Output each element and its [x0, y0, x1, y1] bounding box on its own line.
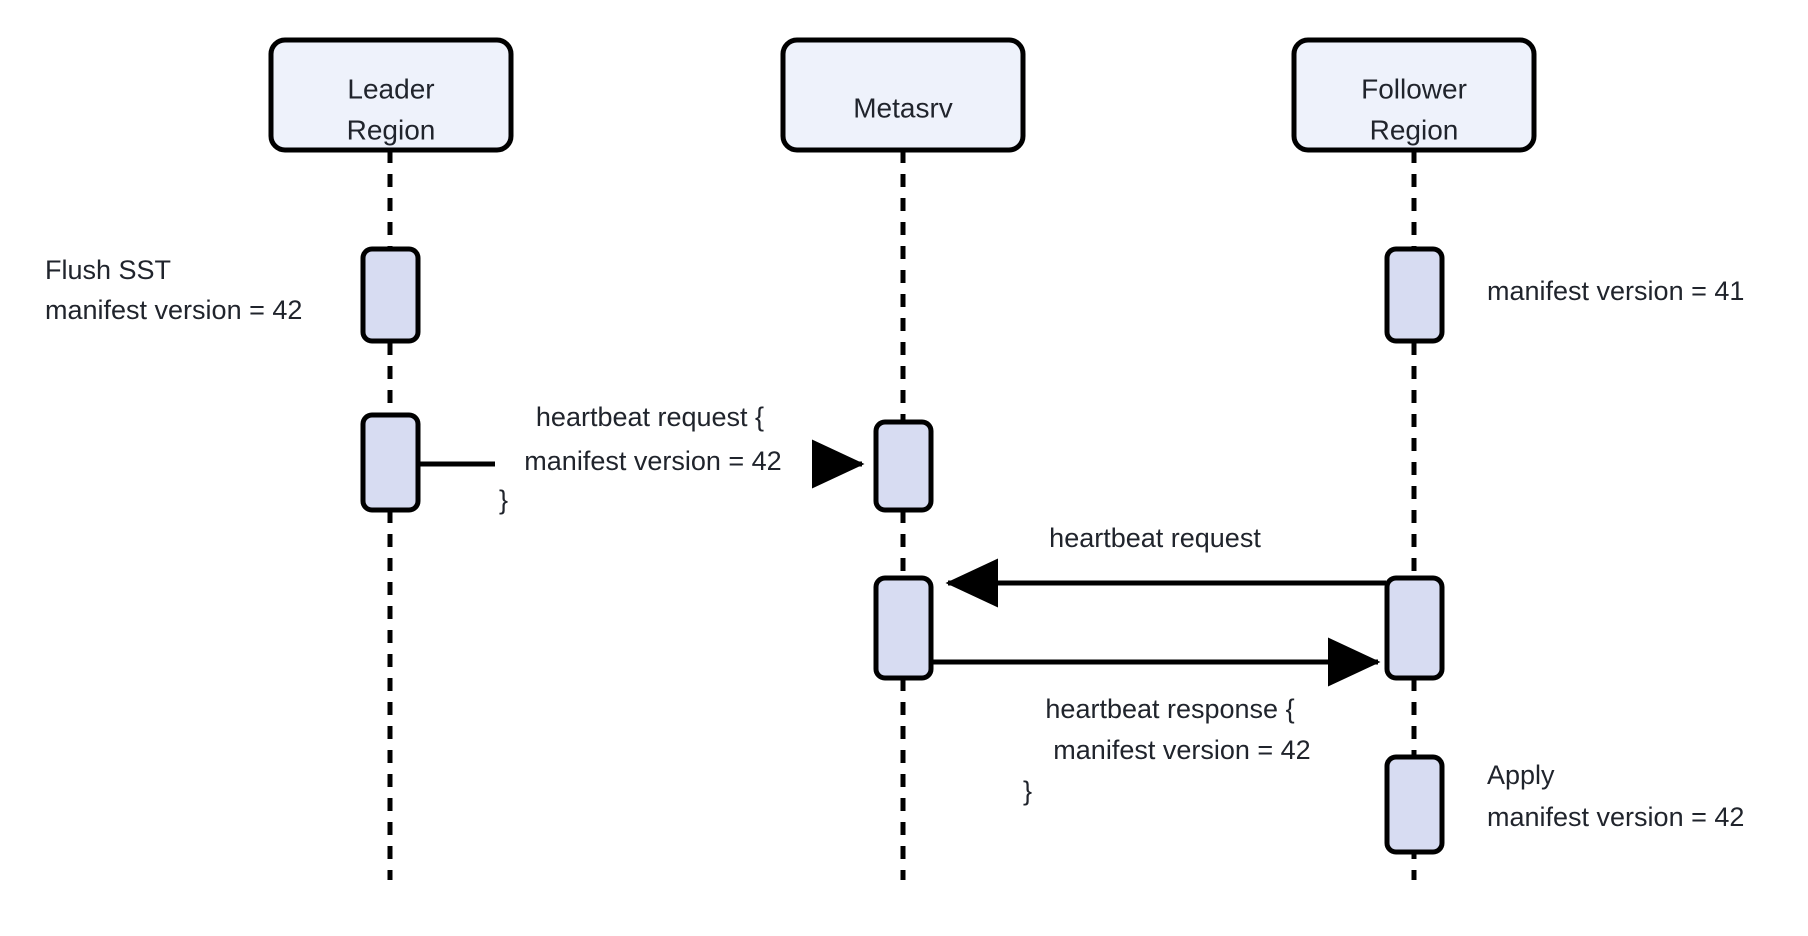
- participant-leader-box[interactable]: [268, 37, 514, 153]
- message-3-label-line1: heartbeat response {: [1045, 694, 1294, 724]
- note-flush-sst: Flush SST manifest version = 42: [45, 255, 302, 325]
- message-3-label-line3: }: [1023, 776, 1032, 806]
- note-apply-line1: Apply: [1487, 760, 1555, 790]
- message-heartbeat-response-metasrv[interactable]: heartbeat response { manifest version = …: [933, 637, 1381, 806]
- participant-leader-label-line2: Region: [347, 114, 436, 145]
- participant-leader[interactable]: Leader Region: [268, 37, 514, 153]
- activation-metasrv-2: [873, 575, 934, 681]
- message-heartbeat-request-leader[interactable]: heartbeat request { manifest version = 4…: [420, 402, 865, 515]
- participant-metasrv-box[interactable]: [780, 37, 1026, 153]
- note-flush-sst-line2: manifest version = 42: [45, 295, 302, 325]
- message-1-label-line1: heartbeat request {: [536, 402, 764, 432]
- note-flush-sst-line1: Flush SST: [45, 255, 171, 285]
- note-follower-version-line1: manifest version = 41: [1487, 276, 1744, 306]
- participant-metasrv[interactable]: Metasrv: [780, 37, 1026, 153]
- message-1-label-line3: }: [499, 485, 508, 515]
- note-apply: Apply manifest version = 42: [1487, 760, 1744, 832]
- participant-follower-box[interactable]: [1291, 37, 1537, 153]
- participant-metasrv-label-line1: Metasrv: [853, 92, 953, 123]
- note-follower-version: manifest version = 41: [1487, 276, 1744, 306]
- message-heartbeat-request-follower[interactable]: heartbeat request: [945, 523, 1386, 608]
- message-1-label-line2: manifest version = 42: [524, 446, 781, 476]
- activation-follower-2: [1384, 575, 1445, 681]
- message-3-label-line2: manifest version = 42: [1053, 735, 1310, 765]
- participant-follower-label-line1: Follower: [1361, 73, 1467, 104]
- message-2-label-line1: heartbeat request: [1049, 523, 1261, 553]
- participant-leader-label-line1: Leader: [347, 73, 434, 104]
- participant-follower[interactable]: Follower Region: [1291, 37, 1537, 153]
- activation-leader-2: [360, 412, 421, 513]
- activation-leader-1: [360, 246, 421, 344]
- activation-follower-3: [1384, 754, 1445, 855]
- activation-follower-1: [1384, 246, 1445, 344]
- activation-metasrv-1: [873, 419, 934, 513]
- note-apply-line2: manifest version = 42: [1487, 802, 1744, 832]
- participant-follower-label-line2: Region: [1370, 114, 1459, 145]
